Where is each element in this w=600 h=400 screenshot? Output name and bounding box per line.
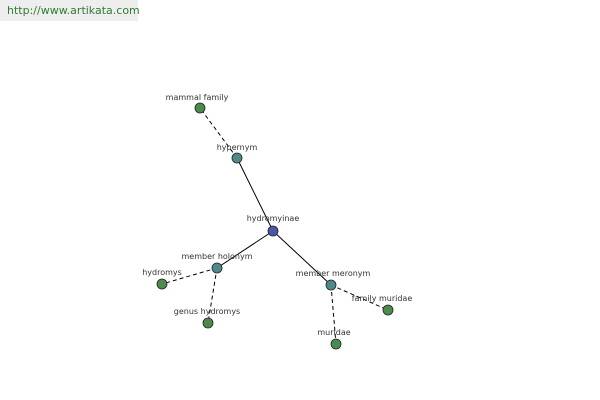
label-member-holonym[interactable]: member holonym	[181, 252, 252, 261]
edge-muridae	[330, 284, 337, 345]
label-hydromys[interactable]: hydromys	[142, 268, 182, 277]
node-muridae[interactable]	[330, 338, 342, 350]
node-hydromys[interactable]	[156, 278, 168, 290]
edge-hypernym	[236, 157, 274, 232]
edge-hydromys	[161, 267, 218, 285]
edge-member-holonym	[216, 230, 274, 269]
url-bar: http://www.artikata.com	[0, 0, 140, 21]
graph-nodes: hypernym member holonym member meronym mamm…	[142, 93, 413, 350]
node-hypernym[interactable]	[231, 152, 243, 164]
label-muridae[interactable]: muridae	[317, 328, 350, 337]
label-member-meronym[interactable]: member meronym	[296, 269, 371, 278]
label-center[interactable]: hydromyinae	[247, 214, 300, 223]
node-genus-hydromys[interactable]	[202, 317, 214, 329]
edge-genus-hydromys	[207, 267, 218, 324]
edge-mammal-family	[199, 107, 238, 159]
label-mammal-family[interactable]: mammal family	[166, 93, 229, 102]
edge-family-muridae	[330, 284, 389, 311]
label-hypernym[interactable]: hypernym	[217, 143, 258, 152]
edge-member-meronym	[272, 230, 332, 286]
node-mammal-family[interactable]	[194, 102, 206, 114]
node-member-holonym[interactable]	[211, 262, 223, 274]
site-url-link[interactable]: http://www.artikata.com	[7, 4, 140, 17]
label-family-muridae[interactable]: family muridae	[352, 294, 413, 303]
label-genus-hydromys[interactable]: genus hydromys	[174, 307, 240, 316]
node-member-meronym[interactable]	[325, 279, 337, 291]
graph-edges	[161, 107, 389, 345]
node-family-muridae[interactable]	[382, 304, 394, 316]
node-center[interactable]	[267, 225, 279, 237]
